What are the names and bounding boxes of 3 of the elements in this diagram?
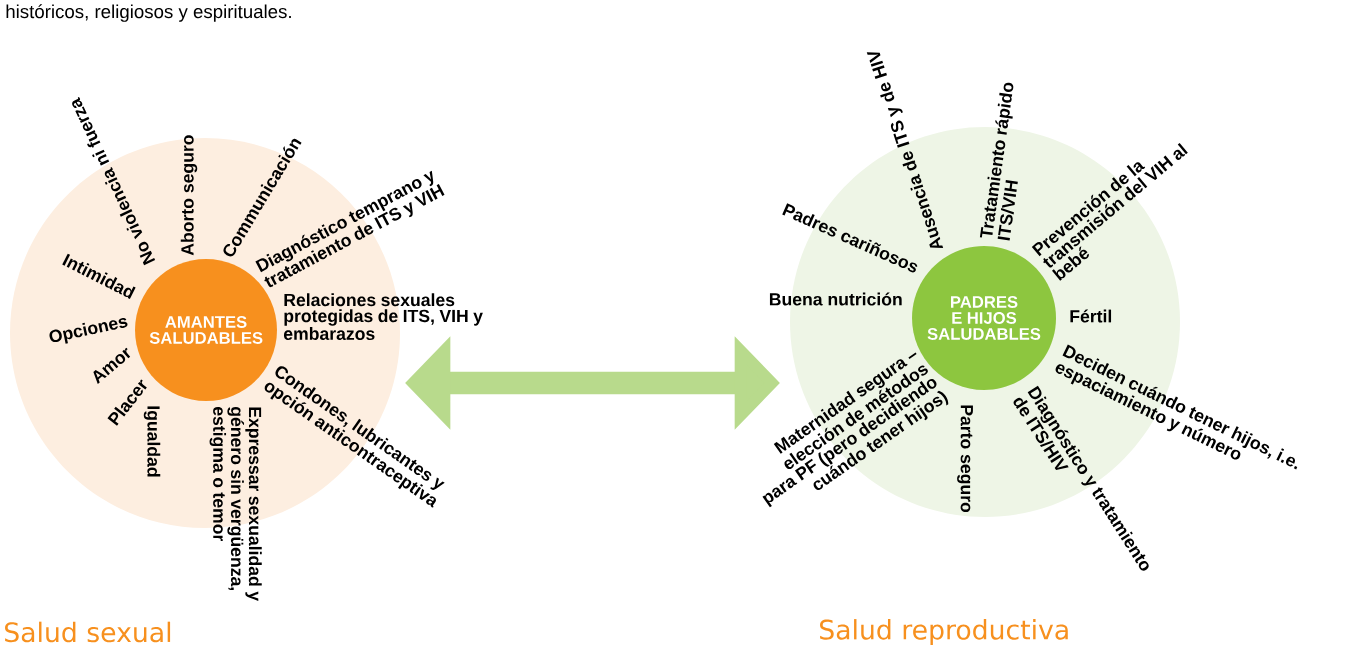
section-title: Salud reproductiva <box>820 619 1068 645</box>
body-text: históricos, religiosos y espirituales. <box>6 4 291 22</box>
section-title: Salud sexual <box>5 621 171 643</box>
